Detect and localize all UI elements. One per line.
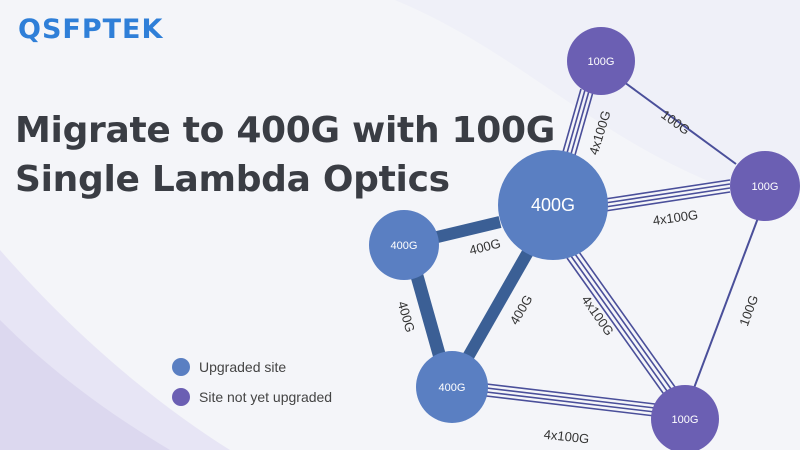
link-label-bottom-left-bottom-right: 4x100G <box>543 427 590 447</box>
link-right-bottom-right <box>693 217 759 389</box>
legend-label-upgraded: Upgraded site <box>199 359 287 375</box>
legend-dot-upgraded <box>172 358 190 376</box>
legend-item-upgraded: Upgraded site <box>172 358 332 376</box>
node-label-left: 400G <box>391 240 418 252</box>
node-bottom-right: 100G <box>651 385 719 450</box>
legend: Upgraded site Site not yet upgraded <box>172 358 332 418</box>
link-top-right <box>623 81 737 165</box>
headline: Migrate to 400G with 100G Single Lambda … <box>15 106 575 204</box>
background-swirl <box>395 0 800 210</box>
link-label-core-bottom-right: 4x100G <box>578 292 616 338</box>
link-core-right <box>604 179 731 212</box>
headline-line-2: Single Lambda Optics <box>15 159 450 200</box>
legend-item-not-upgraded: Site not yet upgraded <box>172 388 332 406</box>
link-core-bottom-right <box>566 251 681 401</box>
node-left: 400G <box>369 210 439 280</box>
legend-dot-not-upgraded <box>172 388 190 406</box>
link-core-top <box>562 88 594 156</box>
node-label-core: 400G <box>531 195 575 215</box>
node-bottom-left: 400G <box>416 351 488 423</box>
link-label-core-bottom-left: 400G <box>507 292 536 327</box>
link-bottom-left-bottom-right <box>477 382 656 417</box>
headline-line-1: Migrate to 400G with 100G <box>15 110 556 151</box>
node-right: 100G <box>730 151 800 221</box>
node-top: 100G <box>567 27 635 95</box>
node-label-bottom-right: 100G <box>672 414 699 426</box>
link-label-right-bottom-right: 100G <box>736 293 761 328</box>
node-label-top: 100G <box>588 56 615 68</box>
link-label-core-right: 4x100G <box>652 207 699 228</box>
link-label-core-left: 400G <box>468 236 502 258</box>
brand-logo: QSFPTEK <box>18 14 164 45</box>
link-label-left-bottom-left: 400G <box>395 299 418 334</box>
background-wave <box>0 320 170 450</box>
node-label-right: 100G <box>752 181 779 193</box>
legend-label-not-upgraded: Site not yet upgraded <box>199 389 333 405</box>
node-core: 400G <box>498 150 608 260</box>
node-label-bottom-left: 400G <box>439 382 466 394</box>
